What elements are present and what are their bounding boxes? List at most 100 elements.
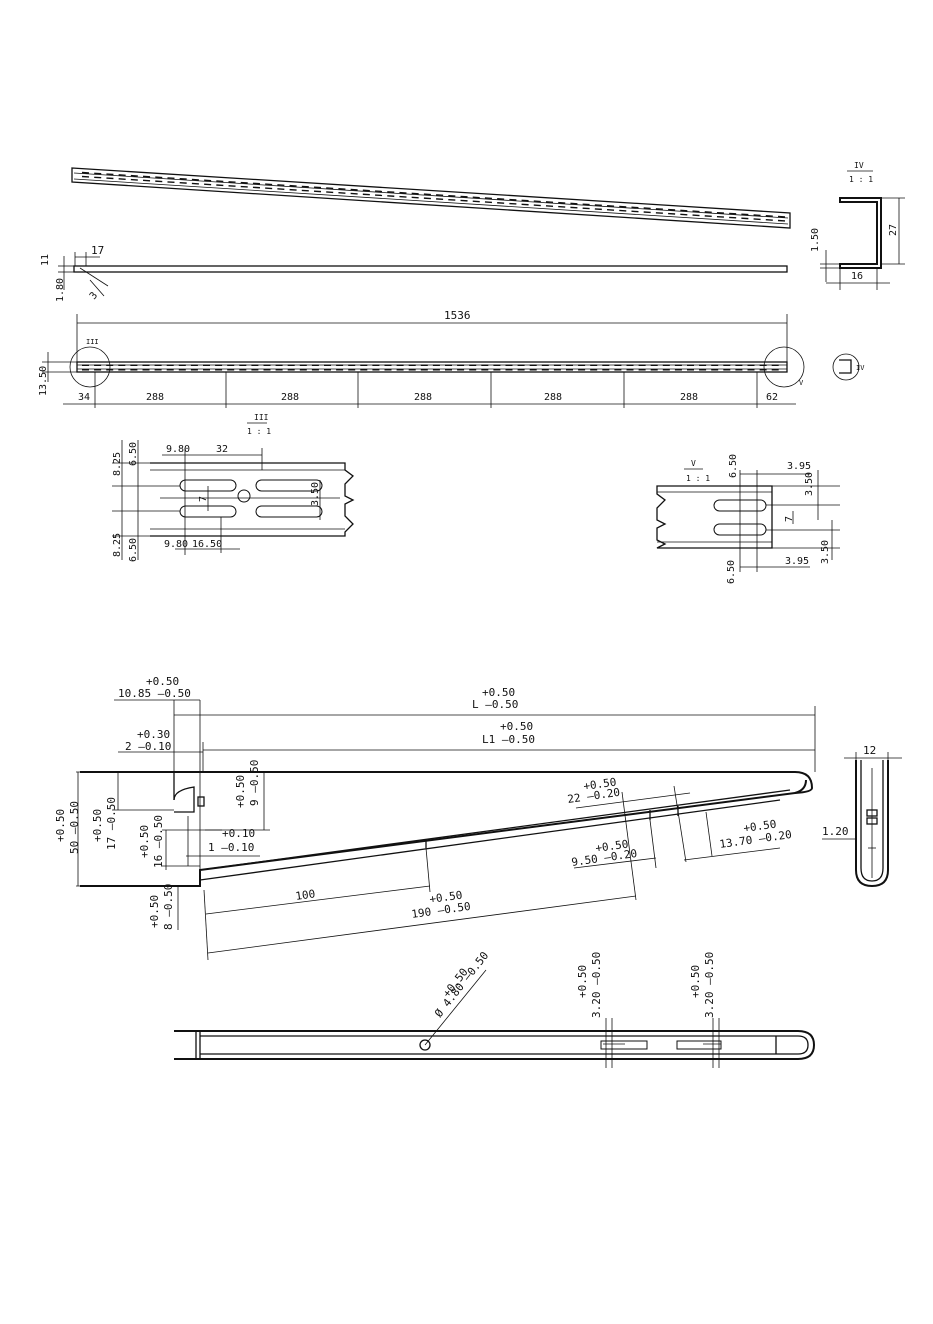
front-slot (517, 369, 525, 371)
slot-a: 3.20 –0.50 (590, 952, 603, 1018)
front-slot (275, 369, 283, 371)
dim-50: 50 –0.50 (68, 801, 81, 854)
front-slot (747, 369, 755, 371)
front-slot (469, 369, 477, 371)
front-slot (142, 364, 150, 366)
front-slot (190, 364, 198, 366)
front-slot (469, 364, 477, 366)
front-slot (566, 369, 573, 371)
front-slot (384, 369, 392, 371)
detail-iv-label: IV (854, 161, 864, 170)
front-slot (517, 364, 525, 366)
front-slot (541, 369, 549, 371)
front-slot (662, 364, 670, 366)
front-slot (638, 364, 646, 366)
detail-iii-label: III (254, 413, 269, 422)
front-slot (626, 369, 634, 371)
front-slot (215, 364, 223, 366)
front-slot (227, 369, 235, 371)
front-slot (82, 369, 89, 371)
dim-v-3-50-bottom: 3.50 (820, 540, 831, 564)
front-slot (348, 369, 356, 371)
front-slot (396, 369, 404, 371)
front-slot (215, 369, 223, 371)
front-slot (166, 369, 174, 371)
front-slot (711, 364, 719, 366)
front-slot (578, 364, 586, 366)
front-slot (638, 369, 646, 371)
dim-8: 8 –0.50 (162, 884, 175, 930)
front-slot (263, 369, 271, 371)
front-slot (481, 364, 489, 366)
dim-iv-16: 16 (851, 271, 863, 282)
dim-190-tol: +0.50 (429, 888, 464, 905)
dim-l1-tol: +0.50 (500, 720, 533, 733)
front-slot (614, 364, 622, 366)
front-slot (94, 369, 102, 371)
dim-v-6-50-top: 6.50 (728, 454, 739, 478)
slot-b: 3.20 –0.50 (703, 952, 716, 1018)
front-slot (445, 369, 452, 371)
dim-16: 16 –0.50 (152, 815, 165, 868)
front-slot (687, 364, 694, 366)
rail-front-view: 1536 III V IV 13.50 34 288 288 288 288 2… (38, 309, 865, 408)
dim-9-tol: +0.50 (234, 775, 247, 808)
dim-start-34: 34 (78, 392, 90, 403)
dim-v-3-50-top: 3.50 (804, 472, 815, 496)
dim-pitch-4: 288 (544, 392, 562, 403)
rail-perspective-view (71, 167, 791, 229)
front-slot (275, 364, 283, 366)
front-slot (336, 364, 344, 366)
front-slot (590, 369, 598, 371)
front-slot (759, 369, 767, 371)
front-slot (166, 364, 174, 366)
dim-v-3-95-bottom: 3.95 (785, 556, 809, 567)
front-slot (154, 364, 162, 366)
dim-iii-32: 32 (216, 444, 228, 455)
dim-l1: L1 –0.50 (482, 733, 535, 746)
front-slot (372, 369, 380, 371)
front-slot (203, 369, 210, 371)
front-slot (674, 369, 682, 371)
front-slot (384, 364, 392, 366)
front-slot (699, 364, 707, 366)
dim-17: 17 –0.50 (105, 797, 118, 850)
front-slot (311, 369, 319, 371)
bracket-end-view: 12 1.20 (822, 744, 902, 888)
dim-overall-1536: 1536 (444, 309, 471, 322)
dim-side-17: 17 (91, 244, 104, 257)
front-slot (457, 369, 465, 371)
front-slot (457, 364, 465, 366)
detail-v: V 1 : 1 6.50 3.95 3.50 7 6.50 3.95 3.50 (656, 454, 840, 584)
front-slot (493, 369, 501, 371)
front-slot (590, 364, 598, 366)
dim-iii-3-50: 3.50 (310, 482, 321, 506)
dim-iii-8-25-bottom: 8.25 (112, 533, 123, 557)
front-slot (118, 364, 126, 366)
dim-22-tol: +0.50 (583, 775, 618, 792)
front-slot (650, 369, 658, 371)
front-slot (154, 369, 162, 371)
front-slot (239, 364, 247, 366)
front-slot (287, 364, 295, 366)
dim-iii-9-80-bottom: 9.80 (164, 539, 188, 550)
front-slot (287, 369, 295, 371)
dim-l-tol: +0.50 (482, 686, 515, 699)
front-slot (614, 369, 622, 371)
front-slot (336, 369, 344, 371)
front-slot (178, 364, 186, 366)
front-slot (735, 369, 743, 371)
front-slot (299, 364, 307, 366)
dim-l: L –0.50 (472, 698, 518, 711)
front-slot (178, 369, 186, 371)
marker-iii: III (86, 338, 99, 346)
front-slot (626, 364, 634, 366)
front-slot (505, 369, 513, 371)
front-slot (360, 369, 368, 371)
detail-iii: III 1 : 1 8.25 6.50 9.80 32 7 3.50 8.25 … (112, 413, 355, 562)
dim-v-7: 7 (784, 516, 795, 522)
front-slot (372, 364, 380, 366)
front-slot (541, 364, 549, 366)
front-slot (311, 364, 319, 366)
